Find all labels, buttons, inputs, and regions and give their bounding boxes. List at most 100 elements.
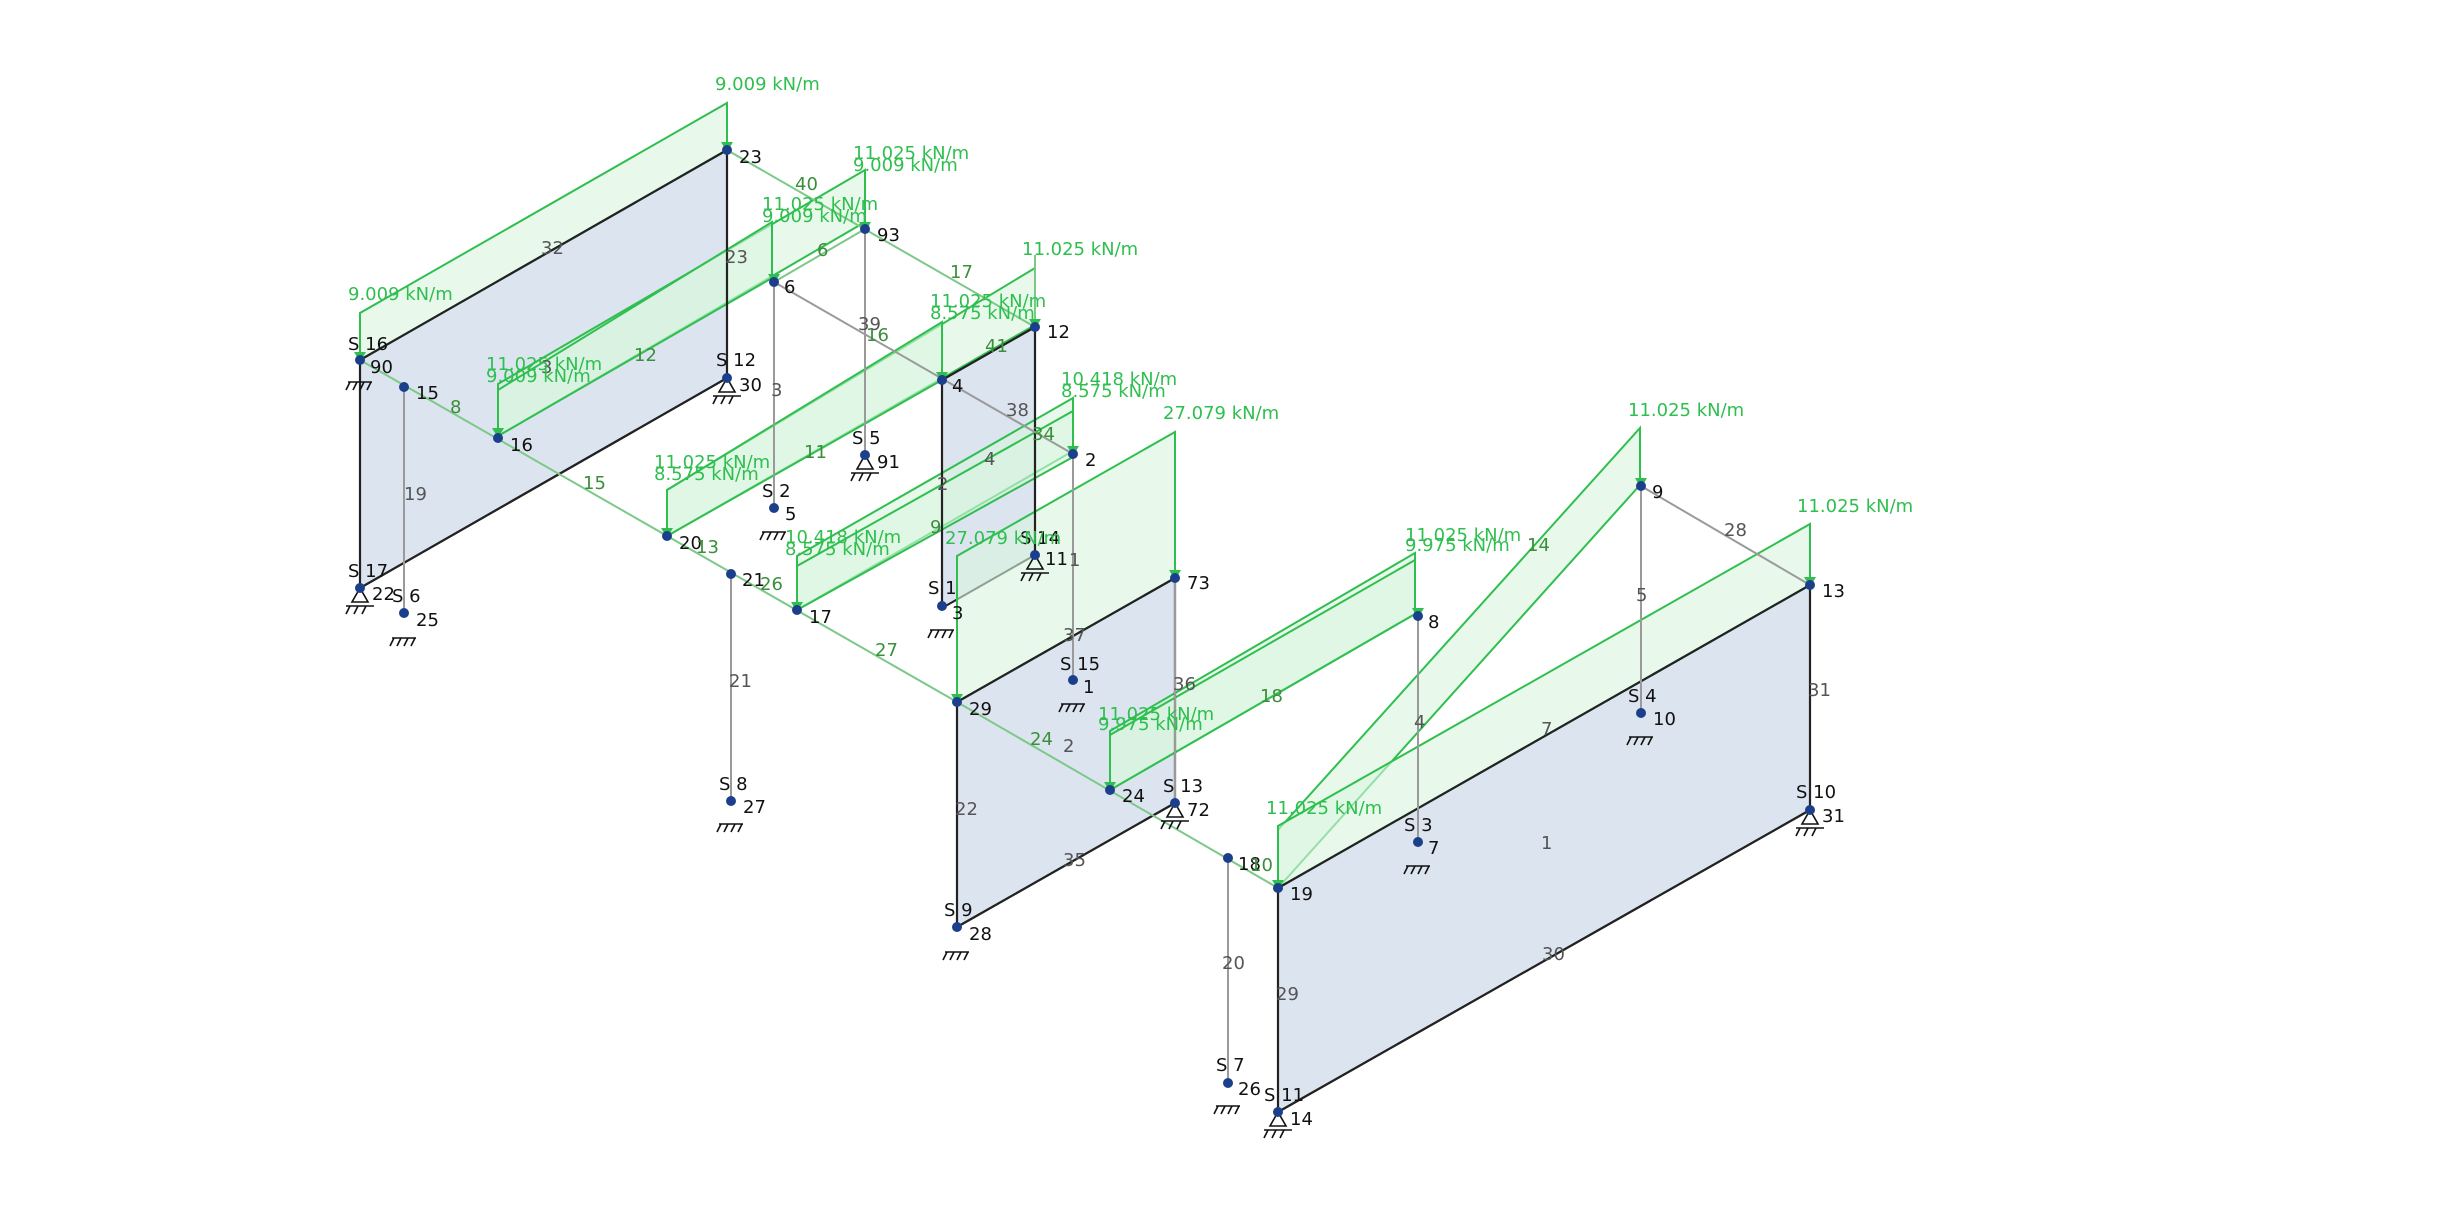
fixed-support-icon[interactable] <box>345 381 372 391</box>
node-dot-icon[interactable] <box>1170 798 1180 808</box>
node-dot-icon[interactable] <box>1636 481 1646 491</box>
member-line[interactable] <box>359 377 728 589</box>
node-label: 8 <box>1428 612 1439 633</box>
node-label: 25 <box>416 610 439 631</box>
member-label: 1 <box>1069 550 1080 571</box>
fixed-support-icon[interactable] <box>927 629 954 639</box>
node-dot-icon[interactable] <box>722 373 732 383</box>
node-dot-icon[interactable] <box>355 355 365 365</box>
node-dot-icon[interactable] <box>1413 611 1423 621</box>
node-dot-icon[interactable] <box>792 605 802 615</box>
support-label: S 4 <box>1628 686 1657 707</box>
member-label: 39 <box>858 314 881 335</box>
support-labels: S 16 S 17 S 6 S 12 S 5 S 2 S 14 S 1 S 15… <box>348 334 1836 1106</box>
node-dot-icon[interactable] <box>952 697 962 707</box>
node-dot-icon[interactable] <box>1273 1107 1283 1117</box>
node-dot-icon[interactable] <box>1273 883 1283 893</box>
fixed-support-icon[interactable] <box>716 823 743 833</box>
node-dot-icon[interactable] <box>769 503 779 513</box>
node-dot-icon[interactable] <box>1805 580 1815 590</box>
fixed-support-icon[interactable] <box>389 637 416 647</box>
node-dot-icon[interactable] <box>952 922 962 932</box>
fixed-support-icon[interactable] <box>1058 703 1085 713</box>
node-dot-icon[interactable] <box>1413 837 1423 847</box>
node-dot-icon[interactable] <box>937 375 947 385</box>
member-line[interactable] <box>1277 809 1811 1113</box>
node-label: 27 <box>743 797 766 818</box>
node-dot-icon[interactable] <box>399 382 409 392</box>
node-dot-icon[interactable] <box>399 608 409 618</box>
node-dot-icon[interactable] <box>1030 322 1040 332</box>
node-dot-icon[interactable] <box>937 601 947 611</box>
load-panel-12b[interactable] <box>497 220 773 438</box>
node-dot-icon[interactable] <box>355 583 365 593</box>
node-dot-icon[interactable] <box>1805 805 1815 815</box>
node-label: 91 <box>877 452 900 473</box>
load-label: 8.575 kN/m <box>785 539 890 560</box>
support-label: S 5 <box>852 428 881 449</box>
load-label: 8.575 kN/m <box>1061 381 1166 402</box>
member-line[interactable] <box>956 802 1176 928</box>
node-dot-icon[interactable] <box>1170 573 1180 583</box>
load-label: 11.025 kN/m <box>654 452 770 473</box>
node-dot-icon[interactable] <box>1223 853 1233 863</box>
node-label: 20 <box>679 533 702 554</box>
node-dot-icon[interactable] <box>769 277 779 287</box>
node-dot-icon[interactable] <box>726 569 736 579</box>
member-label: 34 <box>1032 424 1055 445</box>
member-label: 14 <box>1527 535 1550 556</box>
support-label: S 16 <box>348 334 388 355</box>
member-label: 8 <box>450 397 461 418</box>
member-line[interactable] <box>359 149 728 361</box>
node-label: 10 <box>1653 709 1676 730</box>
node-dot-icon[interactable] <box>493 433 503 443</box>
pinned-support-icon[interactable] <box>850 453 879 482</box>
node-dot-icon[interactable] <box>662 531 672 541</box>
fixed-support-icon[interactable] <box>1403 865 1430 875</box>
member-line[interactable] <box>726 149 1036 328</box>
member-line[interactable] <box>1277 584 1811 889</box>
member-line[interactable] <box>773 281 1074 455</box>
node-dot-icon[interactable] <box>1068 675 1078 685</box>
load-panel-26b[interactable] <box>796 409 1074 612</box>
member-line[interactable] <box>773 228 866 283</box>
member-label: 28 <box>1724 520 1747 541</box>
node-dot-icon[interactable] <box>860 450 870 460</box>
fixed-support-icon[interactable] <box>1626 736 1653 746</box>
node-dot-icon[interactable] <box>860 224 870 234</box>
load-label: 11.025 kN/m <box>1266 798 1382 819</box>
load-panel-11b[interactable] <box>666 320 943 538</box>
member-label: 20 <box>1222 953 1245 974</box>
member-line[interactable] <box>956 577 1176 703</box>
member-label: 2 <box>1063 736 1074 757</box>
node-label: 30 <box>739 375 762 396</box>
node-dot-icon[interactable] <box>1105 785 1115 795</box>
fixed-support-icon[interactable] <box>759 531 786 541</box>
load-panel-18b[interactable] <box>1109 558 1416 792</box>
node-dot-icon[interactable] <box>1030 550 1040 560</box>
load-label: 27.079 kN/m <box>945 528 1061 549</box>
pinned-support-icon[interactable] <box>345 586 374 615</box>
load-label: 11.025 kN/m <box>1405 525 1521 546</box>
node-dot-icon[interactable] <box>726 796 736 806</box>
pinned-support-icon[interactable] <box>1263 1110 1292 1139</box>
pinned-support-icon[interactable] <box>1795 808 1824 837</box>
pinned-support-icon[interactable] <box>1160 801 1189 830</box>
node-dot-icon[interactable] <box>1068 449 1078 459</box>
node-label: 90 <box>370 357 393 378</box>
node-dot-icon[interactable] <box>722 145 732 155</box>
member-line[interactable] <box>1640 485 1811 586</box>
member-line[interactable] <box>359 359 958 703</box>
node-label: 7 <box>1428 838 1439 859</box>
pinned-support-icon[interactable] <box>1020 553 1049 582</box>
load-label: 11.025 kN/m <box>762 194 878 215</box>
member-line[interactable] <box>941 326 1036 381</box>
fixed-support-icon[interactable] <box>942 951 969 961</box>
pinned-support-icon[interactable] <box>712 376 741 405</box>
load-label: 11.025 kN/m <box>1022 239 1138 260</box>
fixed-support-icon[interactable] <box>1213 1105 1240 1115</box>
node-label: 13 <box>1822 581 1845 602</box>
node-label: 19 <box>1290 884 1313 905</box>
node-dot-icon[interactable] <box>1636 708 1646 718</box>
node-dot-icon[interactable] <box>1223 1078 1233 1088</box>
